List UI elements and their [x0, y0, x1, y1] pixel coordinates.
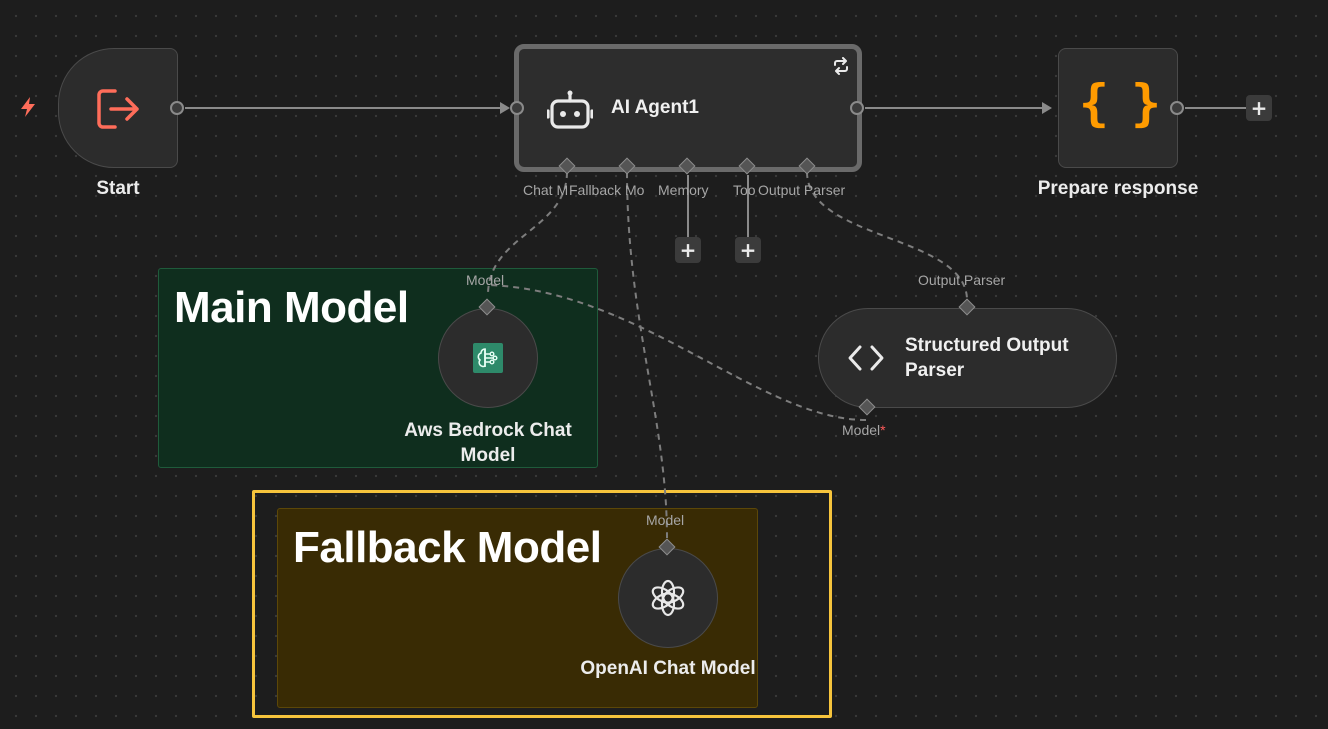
- lightning-bolt-icon: [18, 96, 38, 123]
- code-brackets-icon: [847, 341, 885, 380]
- openai-logo-icon: [649, 579, 687, 622]
- bedrock-model-port-label: Model: [466, 272, 505, 288]
- parser-model-port-label: Model*: [842, 422, 886, 438]
- node-start[interactable]: [58, 48, 178, 168]
- add-tool-button[interactable]: +: [735, 237, 761, 263]
- node-openai-chat-model[interactable]: [618, 548, 718, 648]
- robot-icon: [546, 89, 594, 136]
- prepare-output-handle[interactable]: [1170, 101, 1184, 115]
- wire-fallback-to-openai: [626, 171, 668, 539]
- agent-port-label-fallback-model: Fallback Mo: [569, 182, 645, 198]
- node-start-label: Start: [96, 178, 140, 199]
- sticky-title-fallback-model: Fallback Model: [293, 523, 602, 572]
- agent-port-label-memory: Memory: [658, 182, 709, 198]
- node-openai-chat-model-label: OpenAI Chat Model: [580, 658, 756, 679]
- sticky-title-main-model: Main Model: [174, 283, 409, 332]
- agent-input-handle[interactable]: [510, 101, 524, 115]
- agent-output-handle[interactable]: [850, 101, 864, 115]
- start-output-handle[interactable]: [170, 101, 184, 115]
- add-memory-button[interactable]: +: [675, 237, 701, 263]
- repeat-icon: [832, 57, 850, 80]
- node-prepare-response-label: Prepare response: [1037, 178, 1199, 199]
- parser-input-port-label: Output Parser: [918, 272, 1006, 288]
- node-structured-output-parser[interactable]: Structured Output Parser: [818, 308, 1117, 408]
- brain-circuit-icon: [473, 343, 503, 378]
- node-aws-bedrock-chat-model[interactable]: [438, 308, 538, 408]
- wire-arrow-prepare: [1042, 102, 1052, 114]
- curly-braces-icon: { }: [1078, 74, 1161, 132]
- node-aws-bedrock-chat-model-label: Aws Bedrock Chat Model: [404, 420, 572, 466]
- selection-highlight: [252, 490, 832, 718]
- sign-out-icon: [95, 85, 143, 138]
- wire-arrow-agent: [500, 102, 510, 114]
- node-structured-output-parser-label: Structured Output Parser: [905, 335, 1069, 381]
- agent-port-label-output-parser: Output Parser: [758, 182, 846, 198]
- node-prepare-response[interactable]: { }: [1058, 48, 1178, 168]
- add-next-node-button[interactable]: +: [1246, 95, 1272, 121]
- node-ai-agent[interactable]: AI Agent1: [514, 44, 862, 172]
- required-mark: *: [880, 422, 886, 438]
- agent-port-label-tool: Too: [733, 182, 756, 198]
- openai-model-port-label: Model: [646, 512, 685, 528]
- node-ai-agent-label: AI Agent1: [611, 97, 699, 118]
- agent-port-label-chat-model: Chat M: [523, 182, 569, 198]
